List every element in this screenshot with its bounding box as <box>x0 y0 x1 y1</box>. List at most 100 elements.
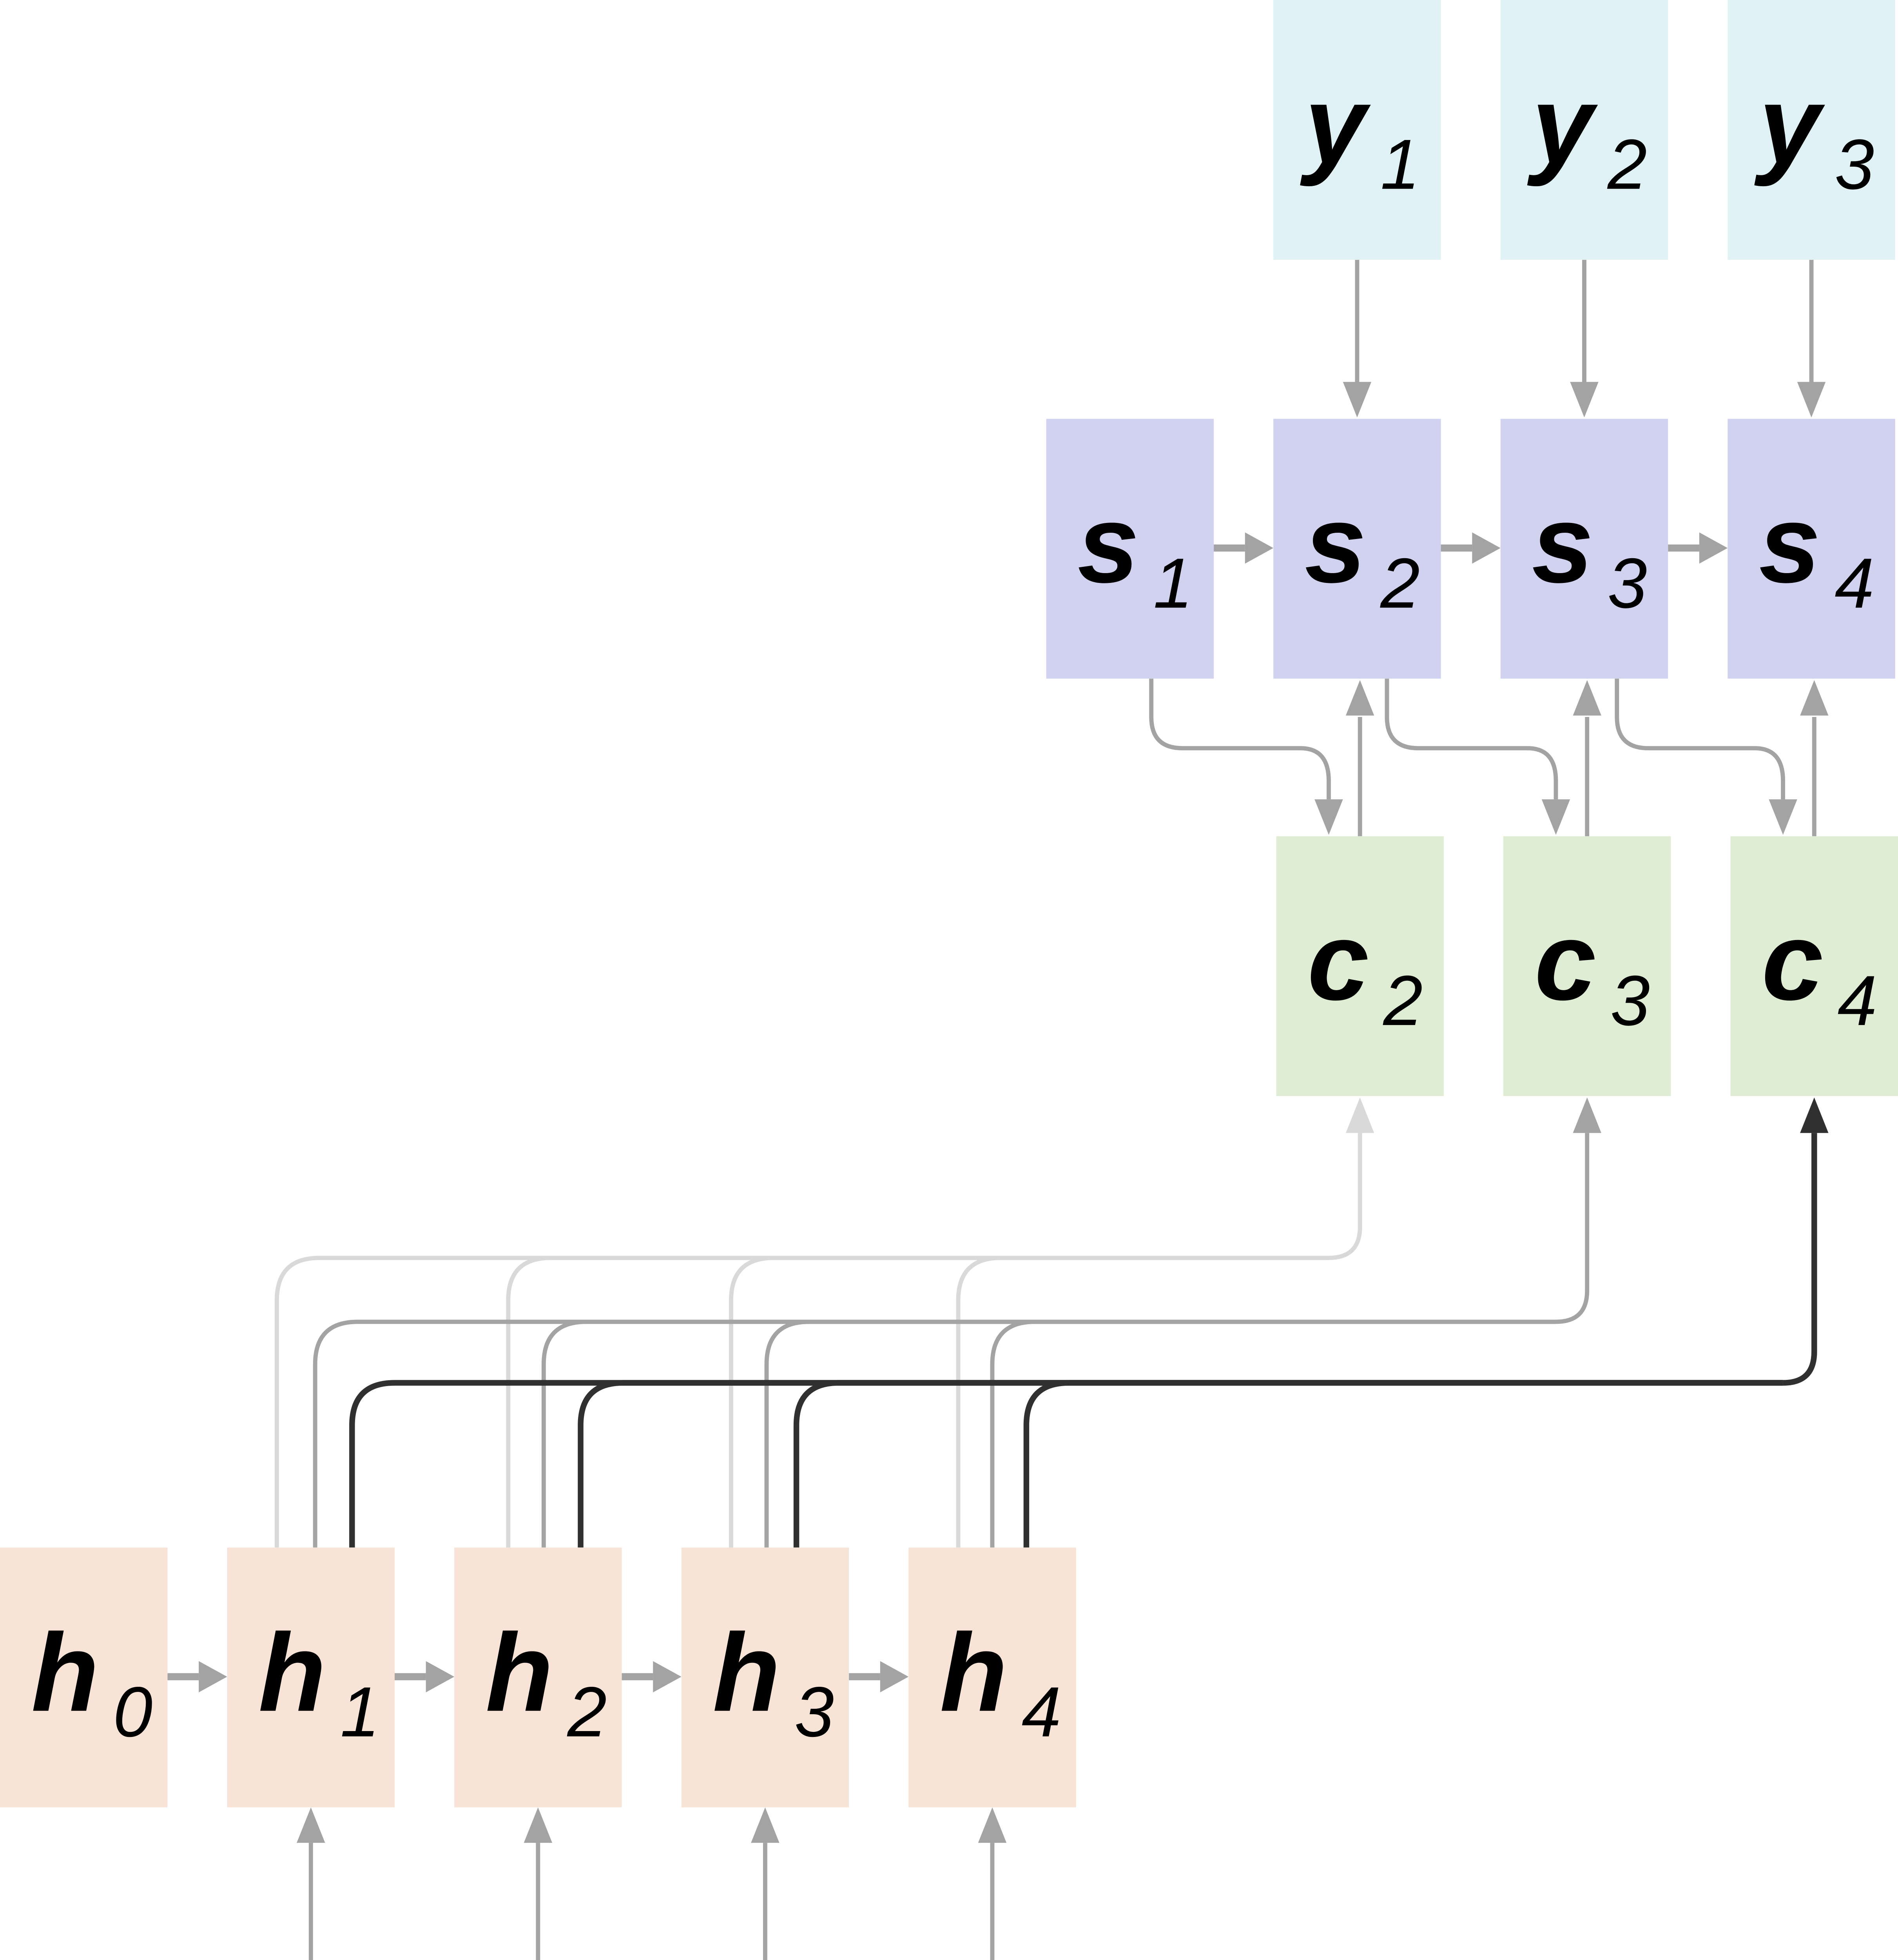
arrowhead-icon <box>751 1807 780 1843</box>
encoder-state-node-box <box>908 1547 1076 1808</box>
label-symbol: h <box>940 1610 1008 1734</box>
connections-layer <box>167 260 1829 1960</box>
label-subscript: 0 <box>113 1672 153 1751</box>
label-symbol: s <box>1759 482 1820 606</box>
arrowhead-icon <box>1245 532 1274 564</box>
label-symbol: s <box>1077 482 1139 606</box>
state-to-context-arrow <box>1385 679 1558 800</box>
label-subscript: 1 <box>1380 125 1420 204</box>
label-symbol: c <box>1535 899 1596 1023</box>
arrowhead-icon <box>1800 680 1829 716</box>
attention-to-c2-line <box>956 1256 1329 1548</box>
output-node-box <box>1273 0 1441 260</box>
label-subscript: 2 <box>1380 544 1420 623</box>
label-subscript: 1 <box>340 1672 380 1751</box>
label-subscript: 4 <box>1022 1672 1061 1751</box>
label-symbol: h <box>31 1610 99 1734</box>
arrowhead-icon <box>1343 382 1372 417</box>
arrowhead-icon <box>1345 680 1374 716</box>
label-symbol: s <box>1532 482 1593 606</box>
label-subscript: 4 <box>1835 544 1874 623</box>
attention-to-c2-line <box>729 1256 1329 1548</box>
decoder-state-node-box <box>1500 419 1668 679</box>
label-symbol: y <box>1300 63 1372 188</box>
attention-to-c4-line <box>578 1380 1783 1548</box>
label-symbol: c <box>1307 899 1369 1023</box>
attention-to-c4-line <box>1783 1133 1817 1386</box>
attention-to-c2-line <box>506 1256 1329 1548</box>
output-node-box <box>1728 0 1895 260</box>
label-subscript: 4 <box>1838 961 1877 1040</box>
context-node-box <box>1730 836 1898 1096</box>
label-subscript: 3 <box>794 1672 834 1751</box>
arrowhead-icon <box>653 1661 682 1693</box>
arrowhead-icon <box>426 1661 455 1693</box>
label-subscript: 3 <box>1610 961 1650 1040</box>
attention-arrowhead-icon <box>1800 1097 1829 1133</box>
attention-to-c4-line <box>793 1380 1783 1548</box>
state-to-context-arrow <box>1149 679 1331 800</box>
context-node-box <box>1276 836 1444 1096</box>
attention-to-c3-line <box>541 1319 1556 1548</box>
attention-arrowhead-icon <box>1345 1097 1374 1133</box>
label-symbol: h <box>712 1610 780 1734</box>
label-symbol: y <box>1526 63 1599 188</box>
arrowhead-icon <box>1769 799 1797 835</box>
arrowhead-icon <box>297 1807 325 1843</box>
attention-to-c3-line <box>990 1319 1556 1548</box>
attention-to-c2-line <box>1329 1133 1362 1260</box>
attention-to-c4-line <box>349 1380 1783 1548</box>
arrowhead-icon <box>1797 382 1826 417</box>
attention-to-c3-line <box>764 1319 1556 1548</box>
label-subscript: 2 <box>1382 961 1423 1040</box>
label-subscript: 1 <box>1153 544 1193 623</box>
arrowhead-icon <box>1570 382 1599 417</box>
arrowhead-icon <box>1472 532 1501 564</box>
arrowhead-icon <box>1541 799 1570 835</box>
label-symbol: c <box>1762 899 1823 1023</box>
label-subscript: 2 <box>567 1672 607 1751</box>
encoder-state-node-box <box>0 1547 168 1808</box>
arrowhead-icon <box>978 1807 1007 1843</box>
arrowhead-icon <box>1314 799 1343 835</box>
label-subscript: 2 <box>1607 125 1647 204</box>
decoder-state-node-box <box>1046 419 1214 679</box>
attention-to-c3-line <box>1555 1133 1590 1324</box>
encoder-state-node-box <box>681 1547 849 1808</box>
label-symbol: h <box>486 1610 553 1734</box>
label-subscript: 3 <box>1608 544 1647 623</box>
output-node-box <box>1500 0 1668 260</box>
arrowhead-icon <box>880 1661 909 1693</box>
decoder-state-node-box <box>1728 419 1895 679</box>
encoder-state-node-box <box>227 1547 395 1808</box>
context-node-box <box>1503 836 1671 1096</box>
label-symbol: h <box>258 1610 326 1734</box>
arrowhead-icon <box>1699 532 1728 564</box>
